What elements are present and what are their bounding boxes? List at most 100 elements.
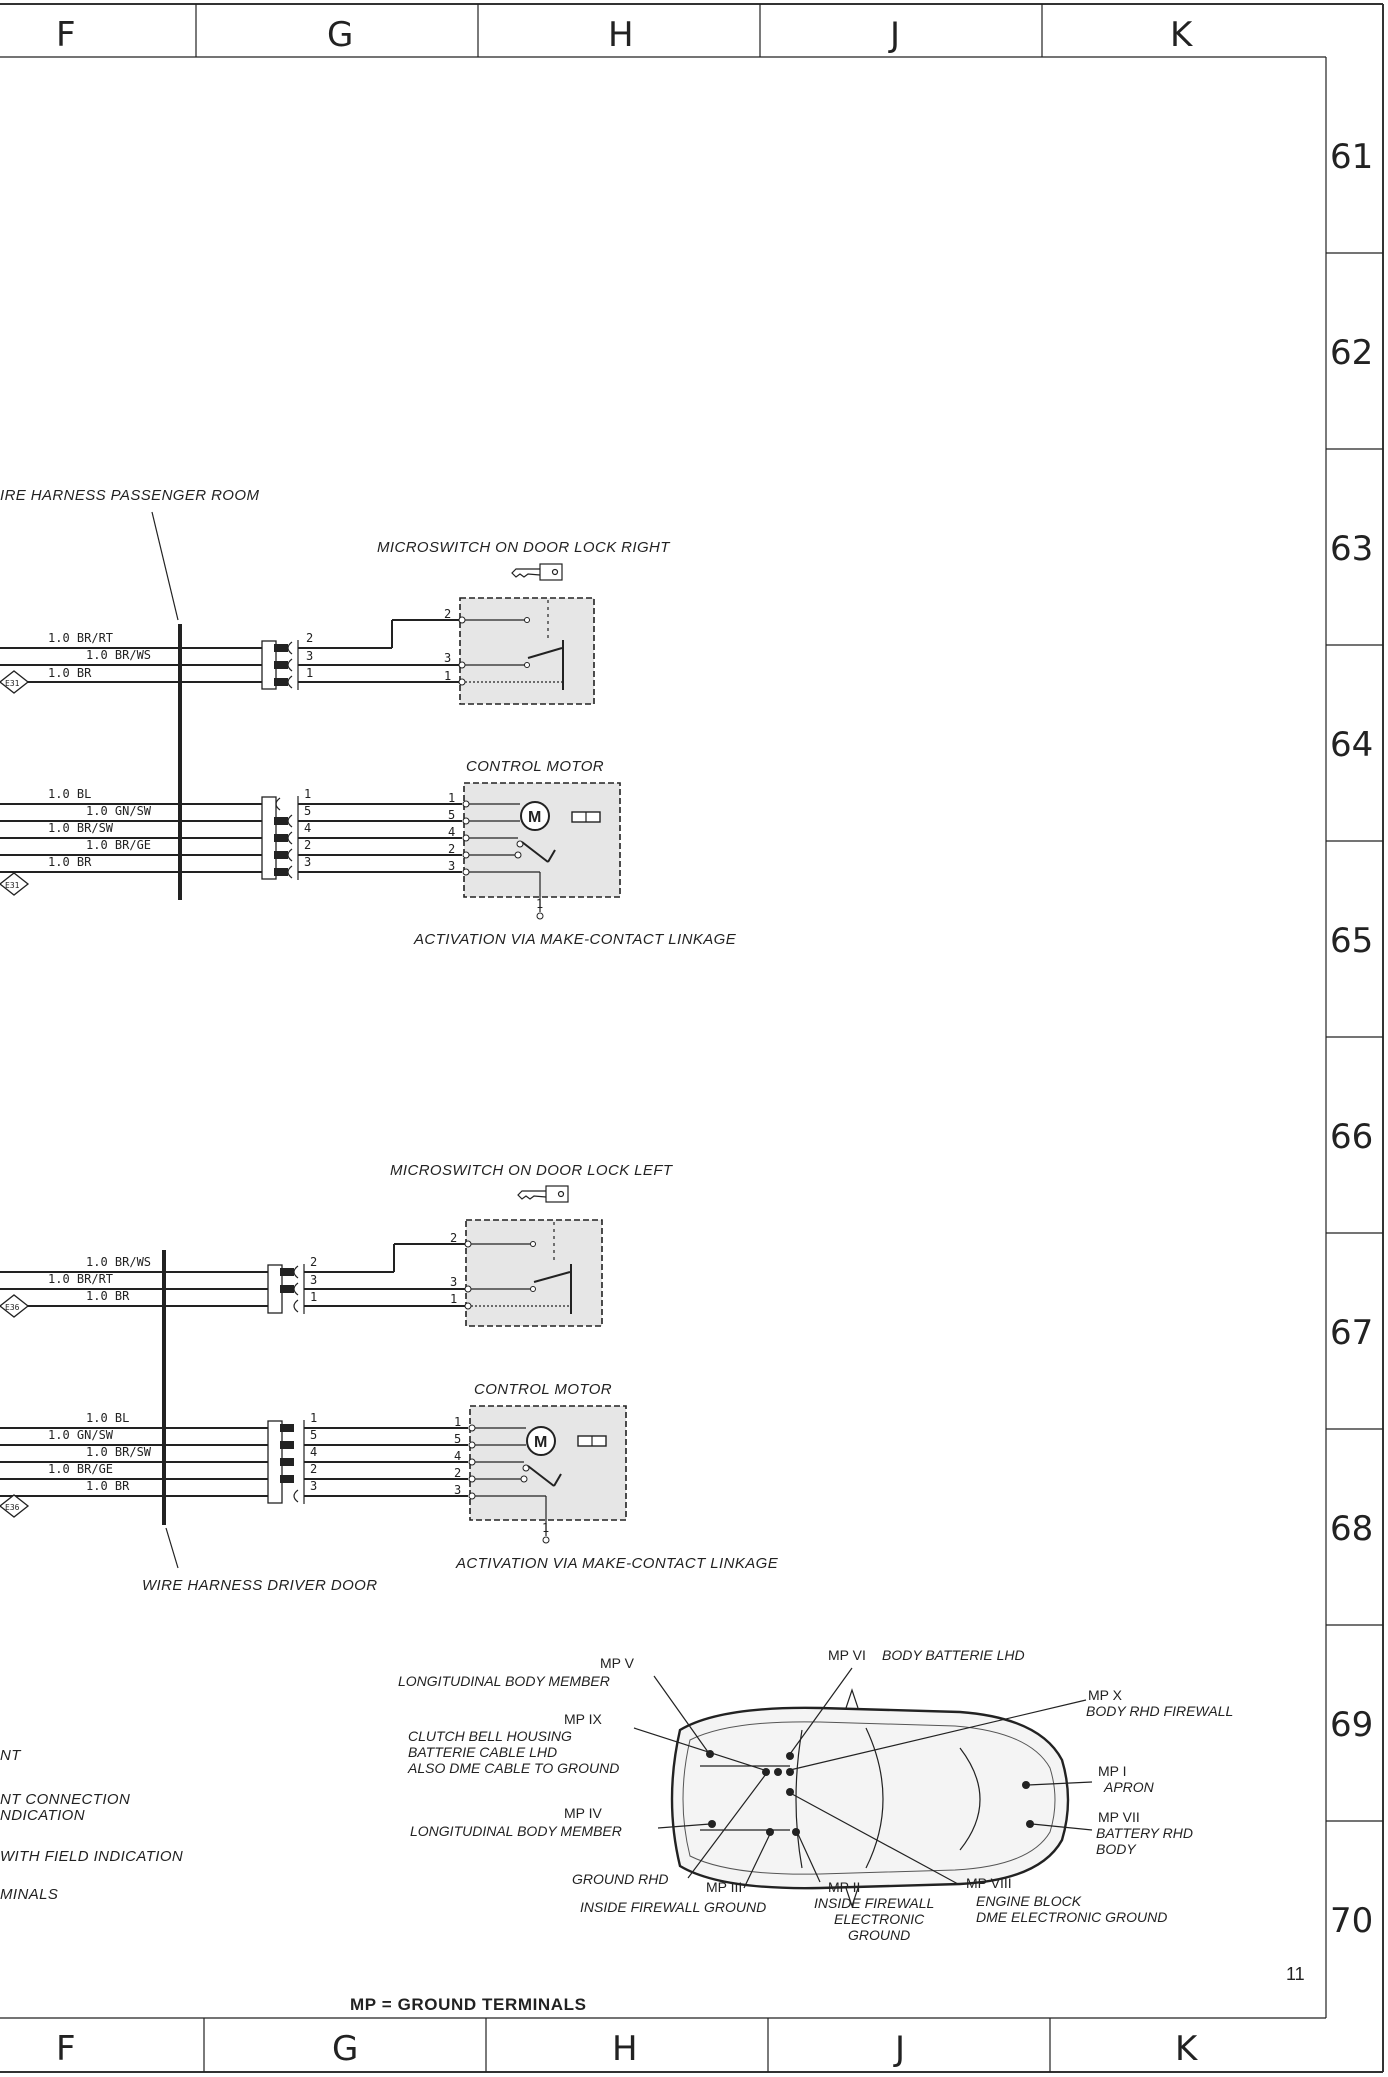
footer-note: MP = GROUND TERMINALS bbox=[350, 1995, 587, 2014]
wire-label: 1.0 BR/GE bbox=[48, 1462, 113, 1476]
mp-desc: INSIDE FIREWALL bbox=[814, 1895, 934, 1911]
ground-ref-label: E31 bbox=[5, 881, 20, 890]
plug-pin: 2 bbox=[310, 1255, 317, 1269]
plug-pin: 3 bbox=[310, 1479, 317, 1493]
device-pin: 4 bbox=[454, 1449, 461, 1463]
column-label-bottom: J bbox=[893, 2029, 905, 2069]
device-pin: 3 bbox=[454, 1483, 461, 1497]
mp-id: MP II bbox=[828, 1879, 860, 1895]
plug-pin: 2 bbox=[310, 1462, 317, 1476]
wire-label: 1.0 BR bbox=[86, 1479, 130, 1493]
activation-right-label: ACTIVATION VIA MAKE-CONTACT LINKAGE bbox=[413, 931, 737, 948]
mp-id: MP IV bbox=[564, 1805, 603, 1821]
plug-pin: 4 bbox=[310, 1445, 317, 1459]
microswitch-left-label: MICROSWITCH ON DOOR LOCK LEFT bbox=[390, 1162, 674, 1179]
key-icon bbox=[511, 563, 563, 581]
device-pin: 4 bbox=[448, 825, 455, 839]
wire-label: 1.0 BR/RT bbox=[48, 631, 113, 645]
legend-fragment: NT bbox=[0, 1747, 22, 1764]
wire-label: 1.0 BL bbox=[86, 1411, 129, 1425]
car-ground-diagram bbox=[633, 1667, 1093, 1908]
device-pin: 1 bbox=[450, 1292, 457, 1306]
mp-id: MP VII bbox=[1098, 1809, 1140, 1825]
mp-desc: BATTERY RHD bbox=[1096, 1825, 1193, 1841]
plug-pin: 1 bbox=[310, 1411, 317, 1425]
row-label: 64 bbox=[1330, 725, 1373, 765]
control-motor-right-device: 1 5 4 2 3 M 1 bbox=[448, 782, 621, 920]
mp-id: MP III bbox=[706, 1879, 742, 1895]
ground-ref-label: E31 bbox=[5, 679, 20, 688]
motor-symbol: M bbox=[528, 809, 541, 826]
sheet-frame bbox=[0, 3, 1384, 2073]
wire-label: 1.0 BR/WS bbox=[86, 648, 151, 662]
passenger-harness-label: IRE HARNESS PASSENGER ROOM bbox=[0, 487, 259, 504]
ground-ref-diamond bbox=[0, 1494, 30, 1518]
mp-desc: ENGINE BLOCK bbox=[976, 1893, 1082, 1909]
row-label: 66 bbox=[1330, 1117, 1373, 1157]
wire-label: 1.0 BR/SW bbox=[86, 1445, 152, 1459]
column-label-top: J bbox=[888, 15, 900, 55]
mp-desc: DME ELECTRONIC GROUND bbox=[976, 1909, 1167, 1925]
plug-pin: 1 bbox=[306, 666, 313, 680]
activation-left-label: ACTIVATION VIA MAKE-CONTACT LINKAGE bbox=[455, 1555, 779, 1572]
ground-ref-diamond bbox=[0, 1294, 30, 1318]
row-label: 69 bbox=[1330, 1705, 1373, 1745]
mp-desc: BATTERIE CABLE LHD bbox=[408, 1744, 557, 1760]
control-motor-right-label: CONTROL MOTOR bbox=[466, 758, 604, 775]
device-pin: 2 bbox=[450, 1231, 457, 1245]
row-label: 65 bbox=[1330, 921, 1373, 961]
wire-label: 1.0 BR/RT bbox=[48, 1272, 113, 1286]
mp-desc: BODY bbox=[1096, 1841, 1137, 1857]
plug-pin: 4 bbox=[304, 821, 311, 835]
microswitch-left-device: 2 3 1 bbox=[450, 1219, 603, 1327]
mp-id: MP IX bbox=[564, 1711, 603, 1727]
mp-desc: BODY BATTERIE LHD bbox=[882, 1647, 1025, 1663]
device-pin: 5 bbox=[448, 808, 455, 822]
device-pin: 2 bbox=[444, 607, 451, 621]
plug-pin: 1 bbox=[304, 787, 311, 801]
device-pin: 2 bbox=[448, 842, 455, 856]
column-label-top: K bbox=[1170, 15, 1194, 55]
microswitch-right-label: MICROSWITCH ON DOOR LOCK RIGHT bbox=[377, 539, 671, 556]
circuit-motor-right: 1.0 BL 1.0 GN/SW 1.0 BR/SW 1.0 BR/GE 1.0… bbox=[0, 787, 462, 896]
wire-label: 1.0 BR bbox=[48, 666, 92, 680]
mp-desc: CLUTCH BELL HOUSING bbox=[408, 1728, 572, 1744]
ground-ref-diamond bbox=[0, 872, 30, 896]
mp-id: MP V bbox=[600, 1655, 635, 1671]
wire-label: 1.0 BR/WS bbox=[86, 1255, 151, 1269]
plug-pin: 2 bbox=[304, 838, 311, 852]
wire-label: 1.0 BR/SW bbox=[48, 821, 114, 835]
leader-line bbox=[165, 1527, 179, 1569]
legend-fragment: MINALS bbox=[0, 1886, 58, 1903]
plug-pin: 3 bbox=[304, 855, 311, 869]
wire-label: 1.0 GN/SW bbox=[86, 804, 152, 818]
mp-desc: APRON bbox=[1103, 1779, 1155, 1795]
car-body-outline bbox=[670, 1706, 1070, 1890]
mp-id: MP I bbox=[1098, 1763, 1127, 1779]
circuit-microswitch-right: 1.0 BR/RT 1.0 BR/WS 1.0 BR E31 2 3 1 bbox=[0, 619, 460, 694]
row-label: 68 bbox=[1330, 1509, 1373, 1549]
column-label-top: G bbox=[327, 15, 353, 55]
mp-desc: LONGITUDINAL BODY MEMBER bbox=[410, 1823, 622, 1839]
driver-harness-label: WIRE HARNESS DRIVER DOOR bbox=[142, 1577, 377, 1594]
mp-desc: BODY RHD FIREWALL bbox=[1086, 1703, 1233, 1719]
column-label-bottom: G bbox=[332, 2029, 358, 2069]
legend-fragment: NDICATION bbox=[0, 1807, 85, 1824]
column-label-top: F bbox=[56, 15, 76, 55]
device-pin: 3 bbox=[450, 1275, 457, 1289]
motor-symbol: M bbox=[534, 1434, 547, 1451]
mp-desc: GROUND RHD bbox=[572, 1871, 668, 1887]
ground-ref-label: E36 bbox=[5, 1503, 20, 1512]
column-label-bottom: K bbox=[1175, 2029, 1199, 2069]
control-motor-left-label: CONTROL MOTOR bbox=[474, 1381, 612, 1398]
legend-fragment: WITH FIELD INDICATION bbox=[0, 1848, 183, 1865]
device-pin: 1 bbox=[454, 1415, 461, 1429]
column-label-bottom: H bbox=[612, 2029, 638, 2069]
mp-desc: LONGITUDINAL BODY MEMBER bbox=[398, 1673, 610, 1689]
wire-label: 1.0 BR bbox=[86, 1289, 130, 1303]
device-pin: 2 bbox=[454, 1466, 461, 1480]
page-number: 11 bbox=[1286, 1964, 1305, 1984]
mp-id: MP VIII bbox=[966, 1875, 1012, 1891]
harness-bar-driver bbox=[162, 1250, 166, 1525]
